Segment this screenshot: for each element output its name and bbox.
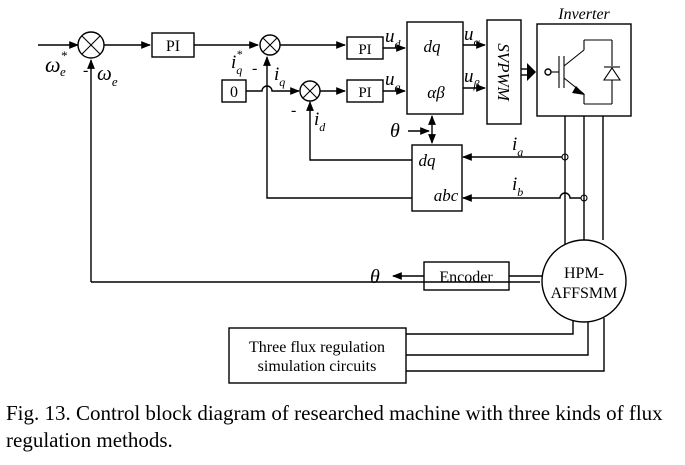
- iq-ref-label: i*q: [231, 47, 242, 77]
- figure-caption: Fig. 13. Control block diagram of resear…: [6, 401, 663, 452]
- park-top-label: dq: [419, 151, 437, 170]
- omega-fb-label: ωe: [97, 61, 118, 89]
- id-sum-junction: [299, 80, 321, 102]
- machine-label-line2: AFFSMM: [551, 285, 618, 302]
- flux-regulation-block: [228, 327, 407, 384]
- encoder-label: Encoder: [439, 269, 493, 286]
- flux-link-bottom: [406, 318, 605, 372]
- ib-label: ib: [512, 174, 523, 199]
- park-block: [411, 144, 463, 212]
- inverse-park-bottom-label: αβ: [427, 83, 445, 102]
- machine-block: [541, 239, 627, 323]
- id-minus-sign: -: [291, 102, 296, 119]
- id-label: id: [314, 109, 326, 134]
- flux-link-middle: [406, 322, 589, 356]
- park-bottom-label: abc: [434, 186, 459, 205]
- encoder-block: [423, 261, 510, 291]
- speed-pi-label: PI: [166, 38, 180, 55]
- d-pi-label: PI: [358, 85, 371, 101]
- speed-sum-junction: [77, 31, 105, 59]
- inverse-park-block: [406, 21, 464, 115]
- machine-label-line1: HPM-: [564, 265, 604, 282]
- q-pi-label: PI: [358, 42, 371, 58]
- control-block-diagram: PI PI 0 PI dq αβ SVPWM Inverter: [38, 6, 632, 384]
- flux-regulation-line2: simulation circuits: [258, 358, 377, 375]
- iq-minus-sign: -: [252, 60, 257, 77]
- id-ref-label: 0: [230, 84, 238, 101]
- inverter-label: Inverter: [557, 6, 610, 23]
- theta-out-label: θ: [370, 266, 380, 288]
- id-ref-line: [246, 85, 300, 95]
- svpwm-label: SVPWM: [494, 43, 513, 101]
- inverse-park-top-label: dq: [424, 37, 442, 56]
- svpwm-block: [486, 19, 522, 125]
- flux-link-top: [406, 321, 574, 335]
- ib-feedback-line: [462, 192, 581, 202]
- ud-label: ud: [385, 26, 402, 51]
- uq-label: uq: [385, 69, 401, 94]
- speed-minus-sign: -: [83, 62, 88, 79]
- omega-ref-label: ω*e: [45, 48, 68, 79]
- ia-label: ia: [512, 134, 523, 159]
- igbt-symbol: [544, 39, 622, 105]
- iq-label: iq: [274, 64, 285, 89]
- theta-in-label: θ: [390, 120, 400, 142]
- iq-sum-junction: [259, 34, 281, 56]
- ualpha-label: uα: [464, 24, 481, 49]
- ubeta-label: uβ: [464, 66, 480, 91]
- svpwm-output-arrow: [521, 63, 536, 81]
- speed-pi-block: [151, 32, 195, 58]
- id-feedback-line: [306, 101, 412, 161]
- iq-feedback-line: [263, 56, 412, 199]
- flux-regulation-line1: Three flux regulation: [249, 339, 385, 356]
